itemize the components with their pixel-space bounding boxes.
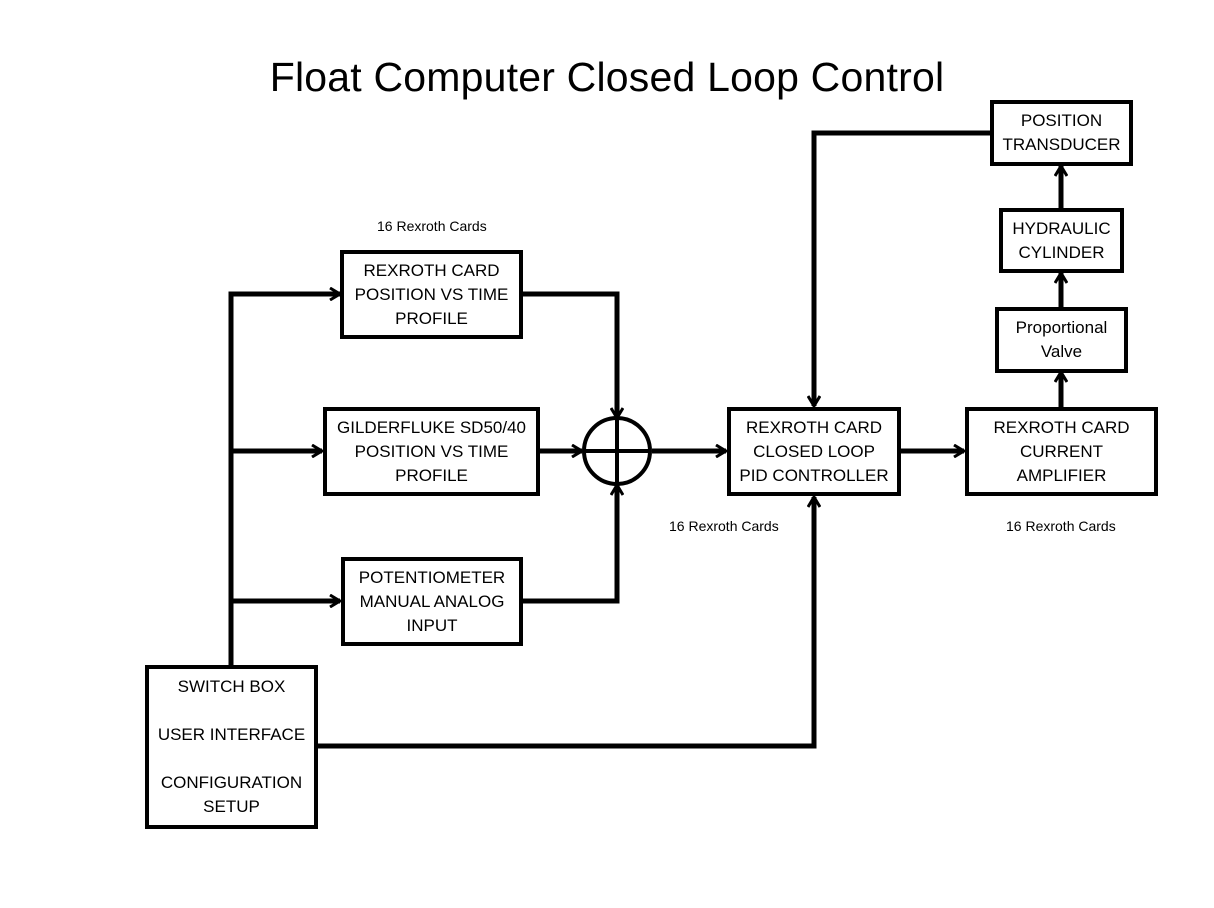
block-line: Proportional bbox=[1015, 318, 1108, 337]
summing-junction bbox=[582, 416, 652, 486]
block-line: CYLINDER bbox=[1018, 242, 1105, 262]
arrow-switch-to-pid bbox=[317, 497, 814, 749]
current-amplifier-block: REXROTH CARD CURRENT AMPLIFIER bbox=[965, 407, 1158, 496]
block-line: PROFILE bbox=[395, 308, 468, 328]
arrow-potentiometer-to-sum bbox=[522, 485, 617, 604]
block-line: POSITION bbox=[1020, 111, 1103, 130]
block-line: REXROTH CARD bbox=[993, 417, 1130, 437]
block-line: CURRENT bbox=[1019, 441, 1104, 461]
position-transducer-block: POSITION TRANSDUCER bbox=[990, 100, 1133, 166]
arrow-rexroth-profile-to-sum bbox=[522, 291, 617, 418]
block-line: Valve bbox=[1040, 342, 1083, 361]
block-line: MANUAL ANALOG bbox=[359, 591, 505, 611]
block-line: SETUP bbox=[203, 797, 260, 816]
block-line: PROFILE bbox=[395, 465, 468, 485]
block-line: INPUT bbox=[406, 615, 458, 635]
proportional-valve-block: Proportional Valve bbox=[995, 307, 1128, 373]
potentiometer-block: POTENTIOMETER MANUAL ANALOG INPUT bbox=[341, 557, 523, 646]
arrow-transducer-feedback-to-pid bbox=[814, 130, 991, 406]
block-line: HYDRAULIC bbox=[1012, 218, 1111, 238]
block-line: REXROTH CARD bbox=[363, 260, 500, 280]
block-line: PID CONTROLLER bbox=[739, 465, 889, 485]
block-line: CLOSED LOOP bbox=[753, 441, 875, 461]
switch-box-block: SWITCH BOX USER INTERFACE CONFIGURATION … bbox=[145, 665, 318, 829]
gilderfluke-block: GILDERFLUKE SD50/40 POSITION VS TIME PRO… bbox=[323, 407, 540, 496]
rexroth-profile-caption: 16 Rexroth Cards bbox=[377, 218, 487, 234]
rexroth-profile-block: REXROTH CARD POSITION VS TIME PROFILE bbox=[340, 250, 523, 339]
trunk-line bbox=[228, 294, 340, 668]
current-amplifier-caption: 16 Rexroth Cards bbox=[1006, 518, 1116, 534]
block-line: REXROTH CARD bbox=[745, 417, 882, 437]
block-line: POSITION VS TIME bbox=[354, 284, 509, 304]
block-line: POSITION VS TIME bbox=[354, 441, 509, 461]
block-line: CONFIGURATION bbox=[160, 773, 303, 792]
diagram-title: Float Computer Closed Loop Control bbox=[269, 54, 945, 100]
pid-controller-block: REXROTH CARD CLOSED LOOP PID CONTROLLER bbox=[727, 407, 901, 496]
block-line: USER INTERFACE bbox=[157, 725, 306, 744]
pid-controller-caption: 16 Rexroth Cards bbox=[669, 518, 779, 534]
block-line: SWITCH BOX bbox=[177, 677, 286, 696]
block-line: GILDERFLUKE SD50/40 bbox=[337, 417, 526, 437]
block-line: AMPLIFIER bbox=[1016, 465, 1107, 485]
hydraulic-cylinder-block: HYDRAULIC CYLINDER bbox=[999, 208, 1124, 273]
block-line: TRANSDUCER bbox=[1002, 135, 1121, 154]
block-line: POTENTIOMETER bbox=[358, 567, 506, 587]
